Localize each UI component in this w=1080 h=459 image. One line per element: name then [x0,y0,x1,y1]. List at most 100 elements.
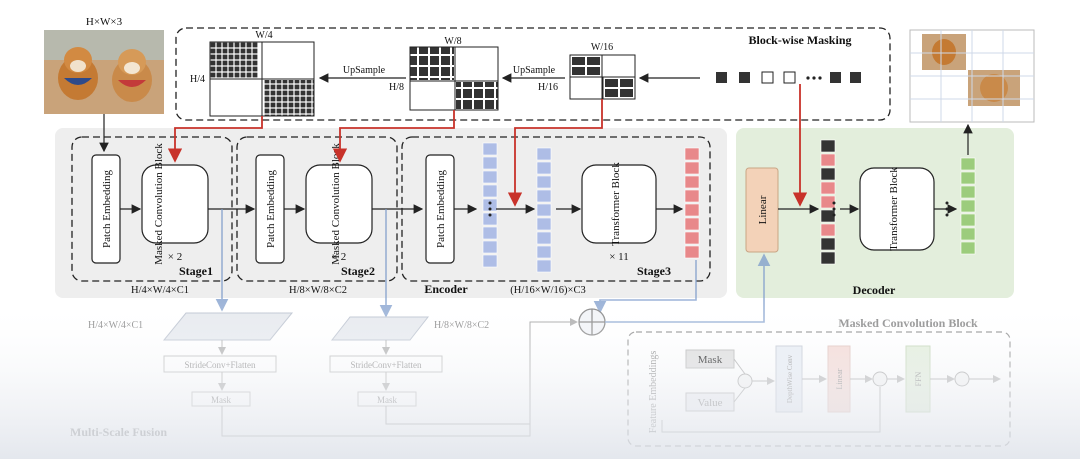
decoder-label: Decoder [853,283,896,297]
mcb-detail [627,331,1011,447]
fusion-dims-1: H/4×W/4×C1 [88,320,143,331]
token [482,184,498,198]
token [684,175,700,189]
masking-box [175,27,891,121]
input-size-label: H×W×3 [86,16,123,28]
stage2-name: Stage2 [341,264,375,278]
token [536,147,552,161]
mcb-value-label: Value [697,397,722,409]
decoder-transformer-block-label: Transformer Block [888,167,900,251]
fusion-mask-2: Mask [377,395,397,405]
stage2-dims: H/8×W/8×C2 [289,285,347,296]
token [820,181,836,195]
grid-w8-label: W/8 [444,36,461,47]
token [820,223,836,237]
token [684,231,700,245]
fusion-stride-2: StrideConv+Flatten [350,360,422,370]
stage1-block [141,164,209,244]
upsample-label-2: UpSample [513,65,556,76]
token [960,157,976,171]
token [482,254,498,268]
token [960,241,976,255]
token [960,171,976,185]
stage1-box [71,136,233,282]
mask-grid-w8 [409,46,499,111]
token [482,198,498,212]
grid-h16-label: H/16 [538,82,558,93]
stage2-patch-embedding-label: Patch Embedding [265,170,277,248]
encoder-background [55,128,727,298]
stage3-transformer-block [581,164,657,244]
decoder-token-column-out [960,157,976,255]
fusion-dims-2: H/8×W/8×C2 [434,320,489,331]
token [684,203,700,217]
token [536,175,552,189]
token [536,259,552,273]
token [536,161,552,175]
token [820,139,836,153]
fusion-mask-1: Mask [211,395,231,405]
grid-h4-label: H/4 [190,74,205,85]
stage3-dims: (H/16×W/16)×C3 [510,285,585,296]
mask-grid-w16 [569,54,636,100]
token [482,142,498,156]
token [536,203,552,217]
fusion-label: Multi-Scale Fusion [70,425,167,439]
token [482,156,498,170]
stage1-patch-embedding-label: Patch Embedding [101,170,113,248]
token [684,245,700,259]
stage3-dots-1 [488,201,492,217]
stage3-transformer-block-label: Transformer Block [610,162,622,246]
token [820,153,836,167]
decoder-dots-1 [832,201,836,217]
token [482,226,498,240]
token [960,213,976,227]
stage2-repeat: × 2 [332,251,346,263]
token [536,231,552,245]
token [960,199,976,213]
token [820,167,836,181]
stage3-token-column-2 [536,147,552,273]
mask-arrow-stage2 [332,110,455,163]
stage2-block [305,164,373,244]
stage1-repeat: × 2 [168,251,182,263]
token [536,189,552,203]
token [684,161,700,175]
mcb-dwconv-label: DepthWise Conv [786,354,794,403]
decoder-linear [745,167,779,253]
token [482,170,498,184]
token [536,217,552,231]
mask-arrow-stage1 [167,116,263,163]
decoder-linear-label: Linear [757,195,769,224]
mcb-linear-label: Linear [835,368,844,389]
grid-h8-label: H/8 [389,82,404,93]
masking-title: Block-wise Masking [748,33,851,47]
mcb-feature-label: Feature Embeddings [648,351,659,434]
mask-token-sequence [638,71,861,84]
stage3-token-column-1 [482,142,498,268]
input-image [44,30,164,114]
token [684,217,700,231]
token [820,237,836,251]
mcb-mask-label: Mask [698,354,723,366]
stage3-token-column-out [684,147,700,259]
mask-arrow-stage3 [507,99,603,207]
stage3-repeat: × 11 [609,251,629,263]
fusion-stride-1: StrideConv+Flatten [184,360,256,370]
mcb-title: Masked Convolution Block [838,316,978,330]
stage2-block-label: Masked Convolution Block [330,143,342,265]
output-reconstruction [909,29,1035,123]
token [482,212,498,226]
stage1-block-label: Masked Convolution Block [153,143,165,265]
stage1-dims: H/4×W/4×C1 [131,285,189,296]
grid-w4-label: W/4 [255,30,272,41]
token [536,245,552,259]
stage1-name: Stage1 [179,264,213,278]
token [684,147,700,161]
token [960,227,976,241]
token [820,251,836,265]
encoder-label: Encoder [424,282,468,296]
mcb-ffn-label: FFN [914,371,923,386]
decoder-dots-2 [945,201,949,217]
